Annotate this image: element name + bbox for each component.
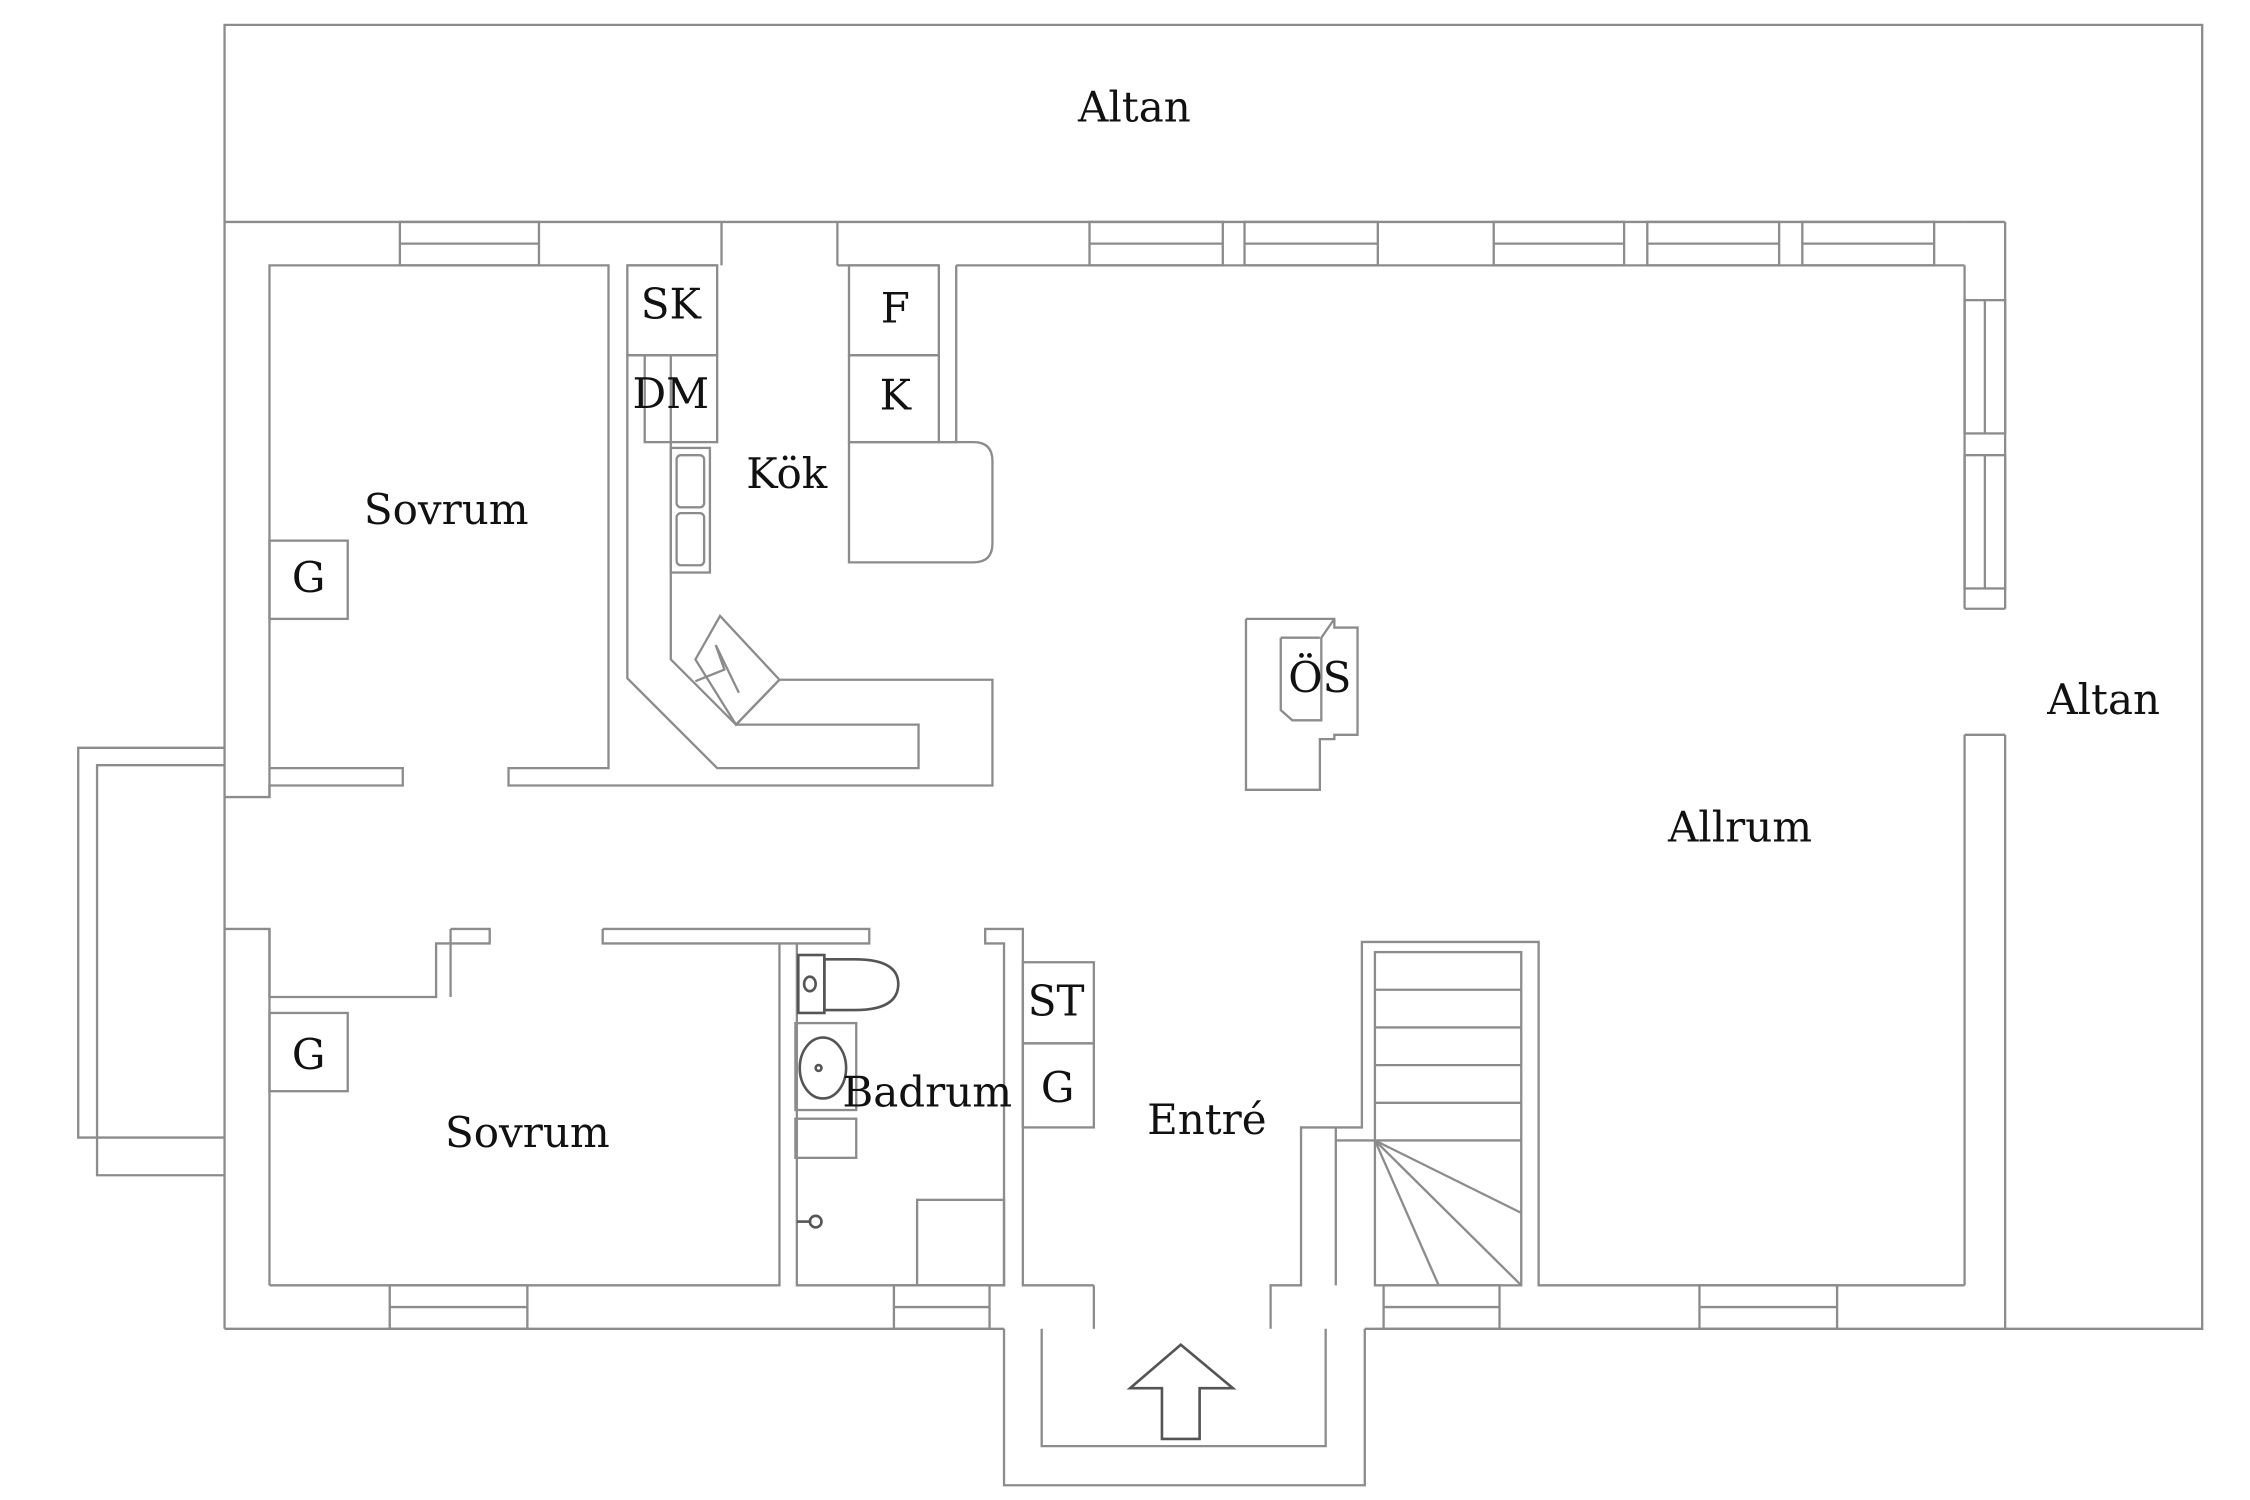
room-label-allrum: Allrum bbox=[1667, 802, 1812, 851]
fixture-label-garderob-entre: G bbox=[1041, 1063, 1075, 1112]
fixture-labels: SK DM F K ÖS G G ST G bbox=[292, 279, 1352, 1112]
kitchen-counter bbox=[626, 264, 994, 770]
room-label-altan-top: Altan bbox=[1077, 82, 1191, 131]
room-label-sovrum-lower: Sovrum bbox=[445, 1108, 610, 1157]
left-balcony bbox=[77, 746, 225, 1177]
bathroom-fixtures bbox=[794, 953, 1006, 1287]
fixture-label-skap: SK bbox=[641, 279, 703, 328]
fixture-label-garderob-lower: G bbox=[292, 1030, 326, 1079]
fireplace bbox=[1244, 617, 1359, 792]
room-label-altan-right: Altan bbox=[2046, 675, 2160, 724]
house-outer-walls bbox=[223, 220, 2006, 1330]
wardrobes bbox=[268, 539, 1096, 1129]
entry-arrow-icon bbox=[1126, 1343, 1237, 1441]
fixture-label-diskmaskin: DM bbox=[632, 369, 709, 418]
room-label-entre: Entré bbox=[1147, 1095, 1267, 1144]
fixture-label-stad: ST bbox=[1028, 976, 1085, 1025]
fixture-label-garderob-upper: G bbox=[292, 553, 326, 602]
lower-interior-walls bbox=[224, 927, 1965, 1487]
room-label-sovrum-upper: Sovrum bbox=[364, 485, 529, 534]
fixture-label-frys: F bbox=[881, 284, 910, 333]
fixture-label-oppen-spis: ÖS bbox=[1288, 652, 1351, 702]
room-label-kok: Kök bbox=[746, 449, 828, 498]
fixture-label-kyl: K bbox=[880, 371, 913, 420]
room-labels: Altan Altan Sovrum Sovrum Kök Allrum Bad… bbox=[364, 82, 2160, 1157]
room-label-badrum: Badrum bbox=[842, 1068, 1012, 1117]
staircase bbox=[1335, 950, 1523, 1287]
